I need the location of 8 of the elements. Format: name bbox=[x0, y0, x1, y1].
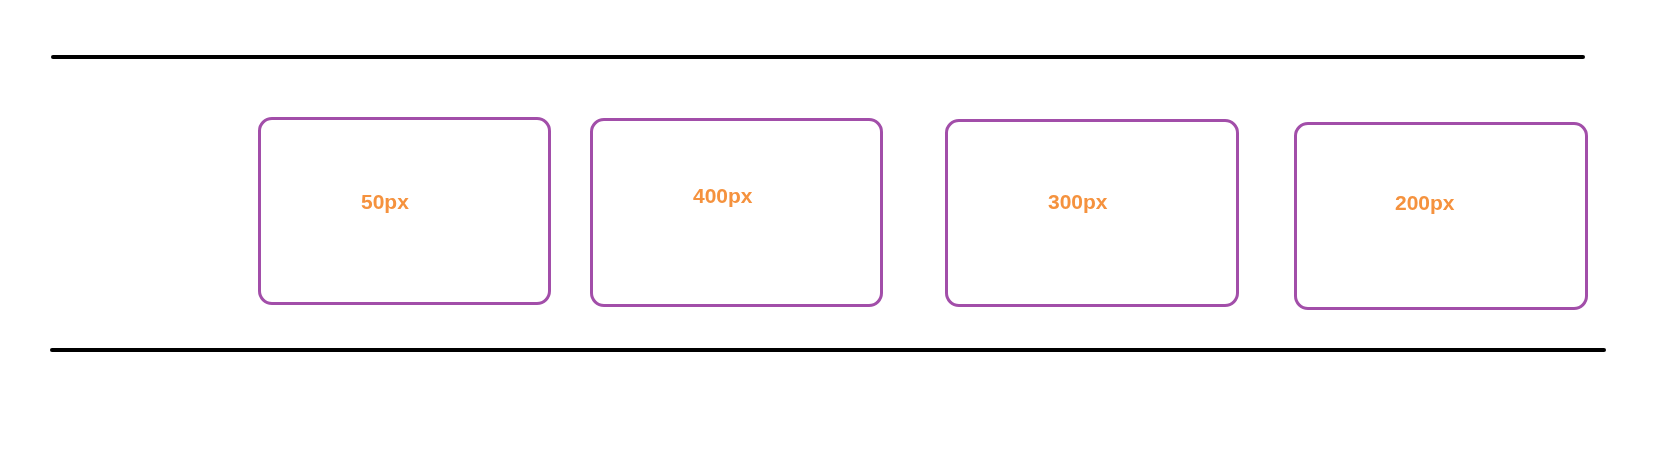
flex-item-box bbox=[258, 117, 551, 305]
width-label: 200px bbox=[1395, 191, 1455, 215]
flex-item-box bbox=[590, 118, 883, 307]
flex-item-box bbox=[945, 119, 1239, 307]
flex-item-box bbox=[1294, 122, 1588, 310]
width-label: 300px bbox=[1048, 190, 1108, 214]
width-label: 400px bbox=[693, 184, 753, 208]
width-label: 50px bbox=[361, 190, 409, 214]
